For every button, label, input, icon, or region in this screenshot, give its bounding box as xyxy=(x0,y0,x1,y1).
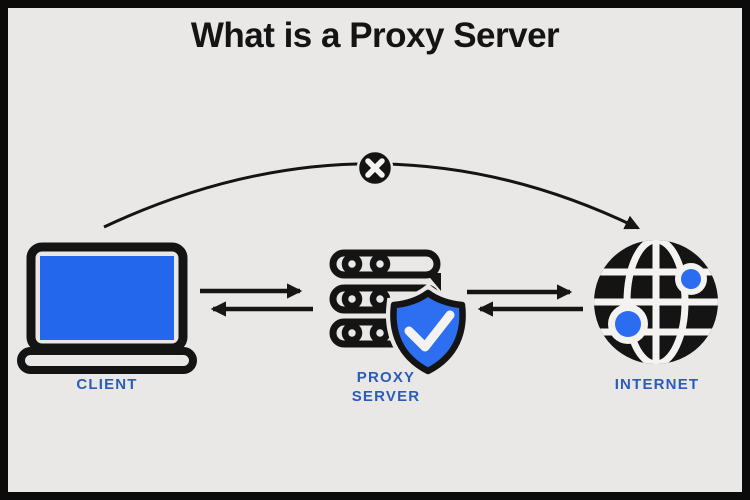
proxy-internet-arrows xyxy=(467,284,583,317)
page-title: What is a Proxy Server xyxy=(190,16,560,55)
blocked-x-icon xyxy=(356,149,394,187)
internet-label: INTERNET xyxy=(615,376,700,393)
client-label: CLIENT xyxy=(76,376,137,393)
shield-check-icon xyxy=(385,283,471,380)
server-corner-tail xyxy=(426,273,441,291)
server-port-lights xyxy=(341,253,391,344)
laptop-icon xyxy=(17,242,197,374)
check-mark xyxy=(404,310,455,352)
laptop-base xyxy=(17,347,197,374)
proxy-server-label-line1: PROXY xyxy=(357,369,416,386)
globe-network-nodes xyxy=(608,263,707,344)
laptop-screen xyxy=(40,256,174,340)
globe-grid xyxy=(594,240,718,364)
globe-icon xyxy=(594,240,718,364)
proxy-server-label-line2: SERVER xyxy=(352,388,421,405)
client-proxy-arrows xyxy=(200,283,313,317)
curved-blocked-arrow xyxy=(103,149,641,230)
